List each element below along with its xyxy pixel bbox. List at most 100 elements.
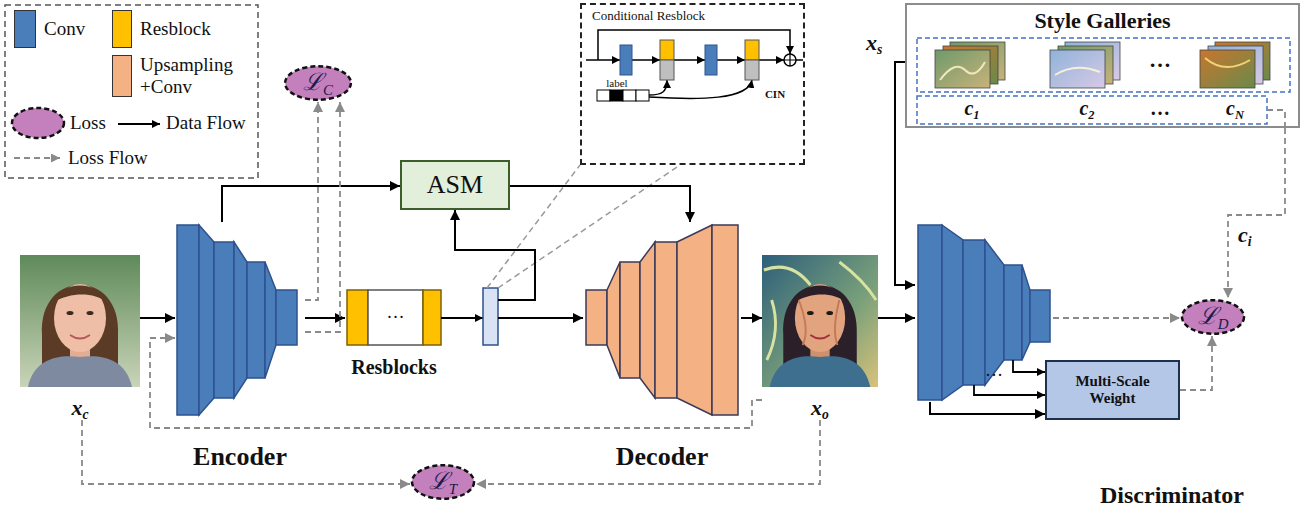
svg-polygon [1022,265,1030,360]
data-flow-connector [878,317,915,319]
annotation-label: label [606,77,627,89]
math-main: x [866,30,877,55]
svg-path [770,356,871,387]
node-label: ℒT [429,468,457,496]
node-label: Conditional Resblock [592,9,793,24]
svg-ellipse [67,311,74,315]
loss-flow-connector [1228,128,1285,298]
label-holder: c1 [952,97,992,119]
node-label: Multi-Scale Weight [1057,373,1168,408]
svg-rect [935,50,990,88]
encoder-block: Encoder [175,222,305,472]
asm-box: ASM [400,160,510,210]
legend-label: Resblock [140,18,211,40]
svg-rect [214,242,234,398]
legend-swatch [112,10,132,48]
label-holder: CIN [760,84,790,102]
svg-polygon [607,262,620,378]
math-main: c [1079,97,1088,119]
svg-polygon [234,242,247,398]
svg-rect [762,255,878,387]
data-flow-connector [741,317,762,319]
svg-path [54,286,106,303]
item-label: cN [1226,97,1244,119]
loss-flow-connector [150,338,762,428]
svg-rect [660,40,674,60]
svg-rect [1050,50,1105,88]
data-flow-connector [510,186,690,222]
svg-path [717,59,745,61]
loss-flow-connector [305,102,318,300]
legend-frame [5,5,258,178]
svg-path [1055,68,1100,75]
math-subscript: T [449,481,457,497]
style-gallery-images [917,38,1290,128]
node-label: Encoder [193,442,287,472]
math-main: c [1238,222,1248,247]
legend-holder: Loss Flow [68,147,148,169]
svg-polygon [985,240,1004,385]
data-flow-connector [498,317,583,319]
svg-rect [918,225,942,400]
data-flow-sample [118,123,160,125]
svg-rect [177,225,199,415]
label-holder: cN [1215,97,1255,119]
svg-polygon [942,225,963,400]
node-label: xc [71,395,88,420]
svg-rect [655,242,677,398]
svg-ellipse [807,311,814,315]
node-label: ℒC [303,69,333,97]
svg-rect [423,290,441,345]
loss-ellipse-shape [285,66,351,99]
loss-node: ℒT [410,463,476,501]
svg-polygon [640,242,655,398]
data-flow-connector [305,317,345,319]
svg-rect [1030,290,1050,342]
decoder-block: Decoder [583,222,741,472]
svg-rect [620,262,640,378]
label-holder: … [1140,97,1180,119]
svg-path [759,59,784,61]
node-label: Decoder [616,442,708,472]
svg-rect [963,240,985,385]
resblocks-block: Resblocks [345,288,498,380]
multi-scale-feeds [974,360,1045,395]
svg-rect [1200,50,1255,88]
svg-path [799,300,840,345]
edge-label: xs [864,30,884,55]
item-label: … [1149,47,1171,72]
svg-rect [586,290,607,345]
svg-path [1205,58,1250,67]
math-main: x [71,395,82,420]
legend-label: Loss [70,112,106,134]
legend-holder: Loss [70,112,106,134]
svg-rect [712,225,738,415]
svg-path [70,335,90,339]
legend-border [5,5,258,178]
annotation-label: CIN [765,88,785,100]
svg-path [796,59,803,61]
svg-rect [347,290,368,345]
math-subscript: s [877,42,882,57]
math-main: ℒ [429,468,449,494]
data-flow-connector [140,317,175,319]
image-node: xc [20,255,140,420]
svg-rect [20,255,140,387]
svg-polygon [265,262,276,378]
legend-holder: Conv [44,18,85,40]
discriminator-stack [918,225,1050,400]
item-label: … [985,360,1003,380]
item-label: … [387,302,405,322]
node-label: ℒD [1198,303,1229,331]
item-label: c2 [1079,97,1094,119]
node-label: Resblocks [345,356,443,379]
math-main: c [1226,97,1235,119]
math-subscript: o [822,407,829,422]
svg-path [1013,360,1045,372]
svg-rect [368,290,423,345]
node-label: ASM [427,170,483,200]
math-subscript: 1 [973,108,979,122]
loss-flow-connector [1053,317,1180,319]
